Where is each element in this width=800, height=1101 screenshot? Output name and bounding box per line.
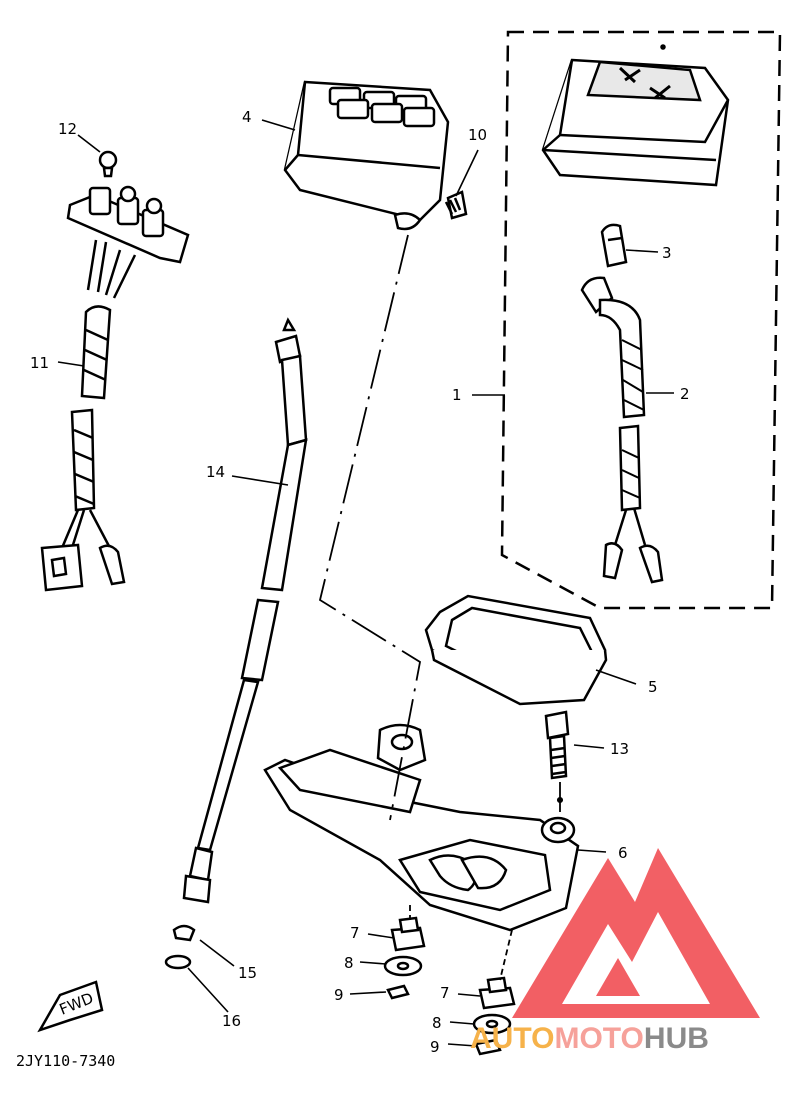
wire-harness-11: [40, 239, 137, 592]
gasket-5: [424, 594, 608, 706]
leader-lines: [57, 119, 674, 1047]
callout-6: 6: [618, 844, 628, 862]
callout-10: 10: [468, 126, 487, 144]
pin-9-right: [474, 1038, 502, 1056]
logo-auto: AUTO: [470, 1022, 554, 1055]
callout-5: 5: [648, 678, 658, 696]
callout-9-left: 9: [334, 986, 344, 1004]
callout-8-right: 8: [432, 1014, 442, 1032]
callout-15: 15: [238, 964, 257, 982]
callout-numbers: 1 2 3 4 5 6 7 8 9 10 11 12 13 14 15 16 7…: [30, 108, 690, 1056]
callout-7-left: 7: [350, 924, 360, 942]
logo-hub: HUB: [644, 1022, 709, 1055]
assembly-guide-lines: [318, 234, 561, 981]
callout-9-right: 9: [430, 1038, 440, 1056]
bulb-socket-3: [600, 223, 628, 268]
logo-triangle-icon: [512, 848, 760, 1018]
callout-12: 12: [58, 120, 77, 138]
callout-8-left: 8: [344, 954, 354, 972]
part-code: 2JY110-7340: [16, 1052, 115, 1070]
logo-moto: MOTO: [554, 1022, 643, 1055]
meter-housing-right: [541, 44, 730, 187]
automotohub-logo: AUTOMOTOHUB: [470, 848, 760, 1055]
callout-7-right: 7: [440, 984, 450, 1002]
callout-16: 16: [222, 1012, 241, 1030]
callout-11: 11: [30, 354, 49, 372]
logo-text: AUTOMOTOHUB: [470, 1022, 709, 1055]
callout-3: 3: [662, 244, 672, 262]
bulb-holder-plate: [66, 150, 190, 264]
assembly-1-dashed-box: [500, 30, 782, 610]
grommet-7-left: [390, 916, 426, 952]
callout-13: 13: [610, 740, 629, 758]
bracket-6: [263, 723, 580, 932]
bolt-13: [544, 710, 570, 804]
washer-8-left: [383, 955, 423, 977]
callout-1: 1: [452, 386, 462, 404]
callout-4: 4: [242, 108, 252, 126]
clip-15: [172, 924, 196, 942]
socket-cord-2: [580, 276, 664, 584]
speedometer-cable-14: [182, 317, 308, 904]
meter-case-4: [283, 80, 450, 231]
callout-14: 14: [206, 463, 225, 481]
pin-9-left: [386, 984, 410, 1000]
callout-2: 2: [680, 385, 690, 403]
grommet-7-right: [478, 976, 516, 1010]
ring-16: [164, 954, 192, 970]
screw-10: [444, 190, 468, 220]
fwd-arrow: FWD: [37, 980, 104, 1033]
